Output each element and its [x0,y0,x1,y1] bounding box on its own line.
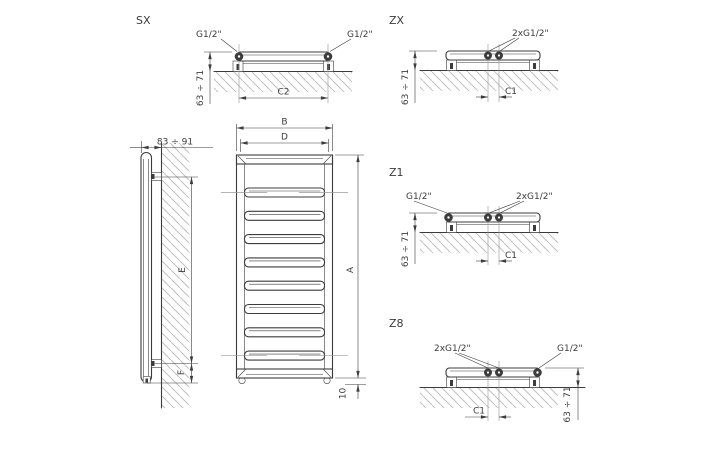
zx-wall-distance-value: 63 ÷ 71 [401,69,411,105]
zx-section-label: ZX [389,14,405,27]
zx-radiator-body [445,50,541,61]
sx-left-connection-callout: G1/2" [196,30,238,52]
side-view: 83 ÷ 91 E F [130,138,213,409]
front-mount-centerlines [221,192,348,356]
z1-wall-hatch [420,233,558,253]
front-frame [235,154,334,379]
side-mounting-span-dimension: E [153,176,198,364]
sx-wall-distance-dimension: 63 ÷ 71 [196,51,232,106]
side-wall-distance-dimension: 83 ÷ 91 [130,138,213,153]
z8-bracket-left [446,376,457,388]
front-rung [243,210,326,221]
z8-section-label: Z8 [389,317,404,330]
z1-spacing-dimension: C1 [476,251,517,263]
z1-center-connection-callout: 2xG1/2" [488,192,553,214]
zx-center-connection-label: 2xG1/2" [512,29,549,39]
sx-bracket-right [323,60,334,72]
front-width-dimension: B [236,118,333,151]
z8-radiator-body [445,367,541,378]
zx-bracket-right [529,59,540,71]
side-mounting-span-value: E [178,267,188,273]
sx-left-connection-label: G1/2" [196,30,222,40]
front-rungs [243,187,326,361]
sx-wall-distance-value: 63 ÷ 71 [196,70,206,106]
z1-left-connection-callout: G1/2" [406,192,448,214]
z8-right-connection-callout: G1/2" [538,344,583,369]
z8-spacing-value: C1 [473,407,485,417]
section-z8: Z8 2xG1/2" G1/2" [389,317,586,423]
z1-bracket-left [446,221,457,233]
z1-left-connection-label: G1/2" [406,192,432,202]
sx-spacing-value: C2 [277,88,289,98]
z1-center-connection-label: 2xG1/2" [516,192,553,202]
sx-bracket-left [232,60,244,72]
z8-wall-distance-value: 63 ÷ 71 [563,386,573,422]
z8-wall-distance-dimension: 63 ÷ 71 [545,367,584,423]
side-wall-distance-value: 83 ÷ 91 [157,138,193,148]
front-width-value: B [281,118,287,128]
z8-spacing-dimension: C1 [465,407,511,419]
z1-section-label: Z1 [389,166,404,179]
front-rung [243,327,326,338]
z1-spacing-value: C1 [505,251,517,261]
z1-radiator-body [445,212,541,223]
front-rung [243,303,326,315]
z1-bracket-right [529,221,540,233]
sx-right-connection-callout: G1/2" [329,30,373,52]
side-bottom-offset-value: F [177,370,187,375]
section-zx: ZX 2xG1/2" 63 [389,14,559,105]
front-height-dimension: A [335,154,366,379]
z1-wall-distance-dimension: 63 ÷ 71 [401,212,437,267]
z8-center-connection-label: 2xG1/2" [434,344,471,354]
side-bottom-offset-dimension: F [147,363,198,384]
zx-wall-distance-dimension: 63 ÷ 71 [401,50,437,105]
side-bracket-top [151,172,162,181]
zx-spacing-dimension: C1 [476,87,517,99]
front-height-value: A [346,266,356,273]
front-rung [243,257,326,268]
zx-center-connection-callout: 2xG1/2" [488,29,549,52]
sx-right-connection-label: G1/2" [347,30,373,40]
side-wall-hatch [161,143,190,408]
section-sx: SX G1/2" G1/2" [136,14,373,106]
front-pipe-spacing-dimension: D [240,133,329,152]
z8-center-connection-callout: 2xG1/2" [434,344,500,369]
side-tube [140,151,153,383]
side-foot [142,376,151,384]
zx-wall-hatch [420,71,558,91]
z1-wall-distance-value: 63 ÷ 71 [401,231,411,267]
z8-wall-hatch [420,388,558,408]
z8-bracket-right [529,376,540,388]
front-view: B D [221,118,366,400]
zx-bracket-left [446,59,457,71]
sx-spacing-dimension: C2 [239,88,328,100]
sx-section-label: SX [136,14,151,27]
sx-radiator-body [236,51,331,62]
front-bottom-offset-value: 10 [339,388,349,400]
front-bottom-offset-dimension: 10 [339,384,366,400]
section-z1: Z1 G1/2" 2xG1/2" [389,166,559,267]
z8-right-connection-label: G1/2" [557,344,583,354]
zx-spacing-value: C1 [505,87,517,97]
front-rung [243,280,326,291]
front-rung [243,234,326,245]
sx-wall-hatch [214,72,352,92]
front-pipe-spacing-value: D [281,133,288,143]
